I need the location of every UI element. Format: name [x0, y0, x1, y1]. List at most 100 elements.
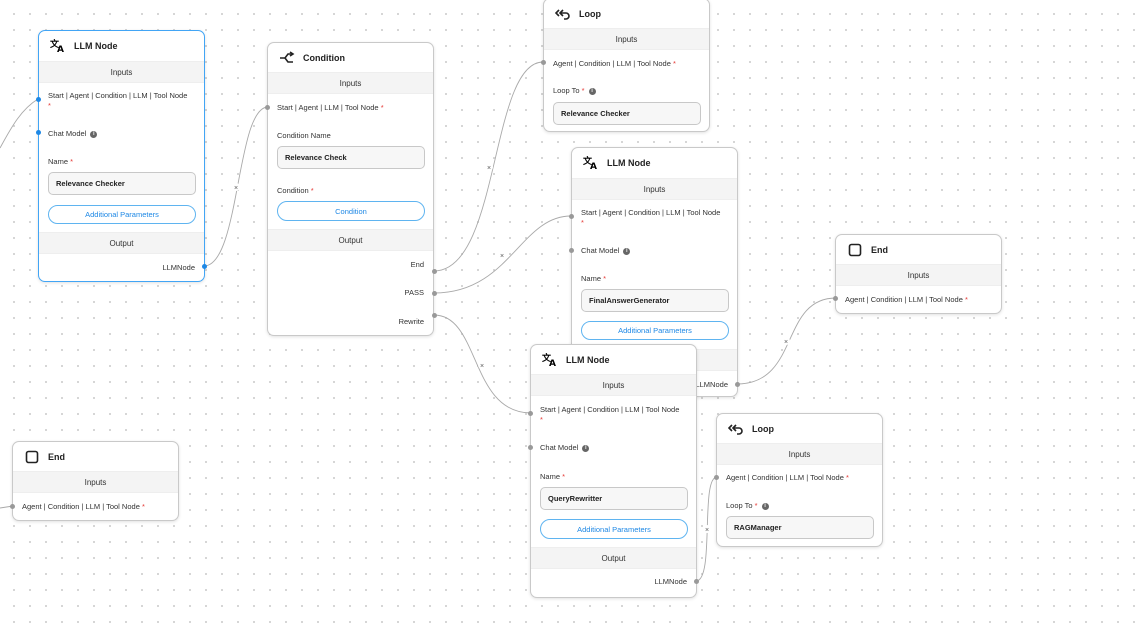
input-handle[interactable] [36, 130, 41, 135]
end-node-right[interactable]: End Inputs Agent | Condition | LLM | Too… [835, 234, 1002, 314]
svg-text:A: A [57, 45, 64, 53]
agent-input-label: Agent | Condition | LLM | Tool Node * [553, 59, 676, 68]
input-handle[interactable] [714, 475, 719, 480]
svg-text:文: 文 [50, 39, 60, 50]
edge-delete-icon[interactable]: × [500, 253, 504, 260]
loop-to-label: Loop To *i [726, 501, 769, 511]
input-handle[interactable] [265, 105, 270, 110]
name-label: Name * [540, 472, 566, 481]
input-handle[interactable] [569, 214, 574, 219]
condition-name-field[interactable]: Relevance Check [277, 146, 425, 169]
square-icon [22, 447, 42, 467]
condition-label: Condition * [277, 186, 314, 195]
split-arrow-icon [277, 48, 297, 68]
info-icon[interactable]: i [623, 247, 631, 255]
output-port-label: LLMNode [162, 263, 195, 272]
node-title: Loop [579, 9, 601, 19]
inputs-header: Inputs [13, 471, 178, 493]
edge-condition-pass-llm2[interactable] [433, 215, 572, 294]
name-label: Name * [48, 157, 74, 166]
condition-button[interactable]: Condition [277, 201, 425, 221]
end-node-left[interactable]: End Inputs Agent | Condition | LLM | Too… [12, 441, 179, 521]
loop-node-relevance-checker[interactable]: Loop Inputs Agent | Condition | LLM | To… [543, 0, 710, 132]
input-handle[interactable] [528, 411, 533, 416]
edge-delete-icon[interactable]: × [784, 339, 788, 346]
node-title: End [48, 452, 65, 462]
edge-llm1-condition[interactable] [203, 106, 269, 267]
output-header: Output [268, 229, 433, 251]
name-field[interactable]: FinalAnswerGenerator [581, 289, 729, 312]
info-icon[interactable]: i [90, 130, 98, 138]
condition-node[interactable]: Condition Inputs Start | Agent | LLM | T… [267, 42, 434, 336]
loop-node-rag-manager[interactable]: Loop Inputs Agent | Condition | LLM | To… [716, 413, 883, 547]
output-handle[interactable] [202, 264, 207, 269]
node-title: LLM Node [566, 355, 610, 365]
start-input-label: Start | Agent | LLM | Tool Node * [277, 103, 384, 112]
input-handle[interactable] [541, 60, 546, 65]
start-input-label: Start | Agent | Condition | LLM | Tool N… [581, 208, 721, 227]
additional-parameters-button[interactable]: Additional Parameters [540, 519, 688, 539]
input-handle[interactable] [833, 296, 838, 301]
output-handle-end[interactable] [432, 269, 437, 274]
agent-input-label: Agent | Condition | LLM | Tool Node * [726, 473, 849, 482]
output-handle[interactable] [735, 382, 740, 387]
edge-delete-icon[interactable]: × [487, 165, 491, 172]
output-handle[interactable] [694, 579, 699, 584]
output-pass-label: PASS [404, 288, 424, 297]
agent-input-label: Agent | Condition | LLM | Tool Node * [22, 502, 145, 511]
loop-to-field[interactable]: RAGManager [726, 516, 874, 539]
input-handle[interactable] [528, 445, 533, 450]
node-title: LLM Node [607, 158, 651, 168]
edge-condition-end-loop1[interactable] [433, 61, 544, 272]
svg-text:文: 文 [542, 353, 552, 364]
inputs-header: Inputs [717, 443, 882, 465]
output-end-label: End [410, 260, 424, 269]
inputs-header: Inputs [544, 28, 709, 50]
edge-delete-icon[interactable]: × [234, 185, 238, 192]
inputs-header: Inputs [572, 178, 737, 200]
edge-delete-icon[interactable]: × [480, 363, 484, 370]
edge-condition-rewrite-llm3[interactable] [433, 314, 532, 414]
node-title: End [871, 245, 888, 255]
condition-name-label: Condition Name [277, 131, 331, 140]
edge-incoming-llm1[interactable] [0, 98, 39, 149]
node-title: Condition [303, 53, 345, 63]
loop-to-field[interactable]: Relevance Checker [553, 102, 701, 125]
output-header: Output [531, 547, 696, 569]
start-input-label: Start | Agent | Condition | LLM | Tool N… [48, 91, 188, 110]
name-field[interactable]: Relevance Checker [48, 172, 196, 195]
svg-text:A: A [590, 162, 597, 170]
node-title: Loop [752, 424, 774, 434]
output-handle-rewrite[interactable] [432, 313, 437, 318]
name-label: Name * [581, 274, 607, 283]
info-icon[interactable]: i [761, 502, 769, 510]
loop-to-label: Loop To *i [553, 86, 596, 96]
loop-back-icon [553, 4, 573, 24]
output-header: Output [39, 232, 204, 254]
start-input-label: Start | Agent | Condition | LLM | Tool N… [540, 405, 680, 424]
square-icon [845, 240, 865, 260]
edge-delete-icon[interactable]: × [705, 527, 709, 534]
input-handle[interactable] [36, 97, 41, 102]
additional-parameters-button[interactable]: Additional Parameters [581, 321, 729, 340]
additional-parameters-button[interactable]: Additional Parameters [48, 205, 196, 224]
name-field[interactable]: QueryRewritter [540, 487, 688, 510]
info-icon[interactable]: i [582, 444, 590, 452]
node-title: LLM Node [74, 41, 118, 51]
output-handle-pass[interactable] [432, 291, 437, 296]
info-icon[interactable]: i [588, 87, 596, 95]
input-handle[interactable] [10, 504, 15, 509]
agent-input-label: Agent | Condition | LLM | Tool Node * [845, 295, 968, 304]
edge-llm2-end1[interactable] [736, 297, 837, 385]
output-rewrite-label: Rewrite [398, 317, 424, 326]
edge-llm3-loop2[interactable] [695, 476, 718, 582]
input-handle[interactable] [569, 248, 574, 253]
